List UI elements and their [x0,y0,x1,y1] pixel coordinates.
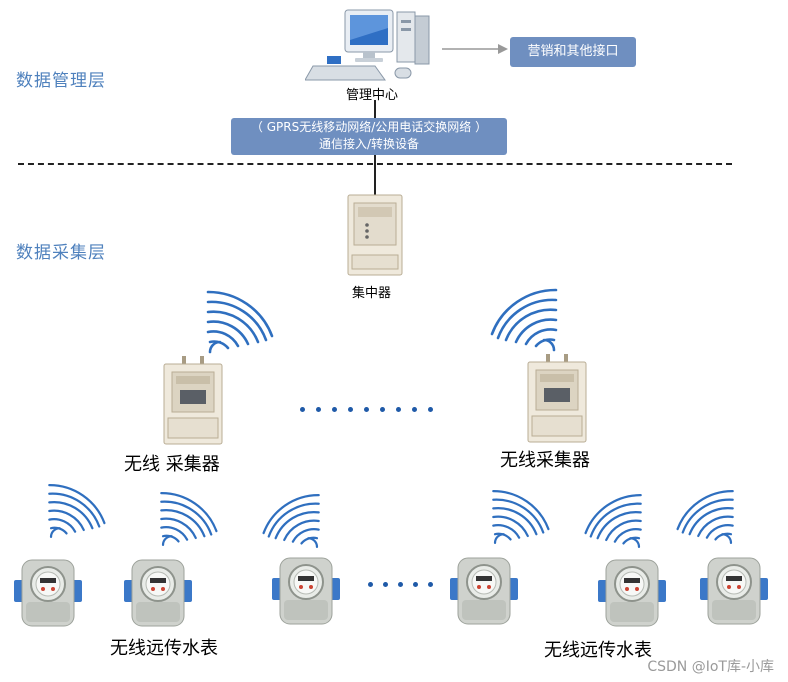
arrow-right-icon [442,44,508,54]
ellipsis-dots-meters [368,582,433,587]
collector-device-icon [163,356,223,445]
network-box-line2: 通信接入/转换设备 [318,137,420,151]
network-access-box: （ GPRS无线移动网络/公用电话交换网络 ） 通信接入/转换设备 [231,118,507,155]
wireless-signal-icon [206,290,274,354]
management-center-label: 管理中心 [346,88,399,103]
watermark: CSDN @IoT库-小库 [647,659,774,675]
water-meter-icon [123,559,193,627]
collector-device-icon [527,354,587,443]
water-meter-icon [13,559,83,627]
collector-label-left: 无线 采集器 [124,454,220,475]
water-meter-icon [699,557,769,625]
meter-label-right: 无线远传水表 [544,640,652,661]
wireless-signal-icon [490,288,558,352]
wireless-signal-icon [160,492,218,546]
ellipsis-dots-collectors [300,407,433,412]
water-meter-icon [449,557,519,625]
wireless-signal-icon [48,484,106,538]
collection-layer-label: 数据采集层 [16,243,106,263]
marketing-interface-box: 营销和其他接口 [510,37,636,67]
water-meter-icon [597,559,667,627]
wireless-signal-icon [492,490,550,544]
meter-label-left: 无线远传水表 [110,638,218,659]
network-box-line1: （ GPRS无线移动网络/公用电话交换网络 ） [250,120,488,134]
concentrator-device-icon [347,194,403,276]
layer-divider [18,163,732,165]
wireless-signal-icon [262,494,320,548]
management-layer-label: 数据管理层 [16,71,106,91]
collector-label-right: 无线采集器 [500,450,590,471]
concentrator-label: 集中器 [352,286,392,301]
computer-icon [305,9,430,81]
wireless-signal-icon [676,490,734,544]
water-meter-icon [271,557,341,625]
wireless-signal-icon [584,494,642,548]
